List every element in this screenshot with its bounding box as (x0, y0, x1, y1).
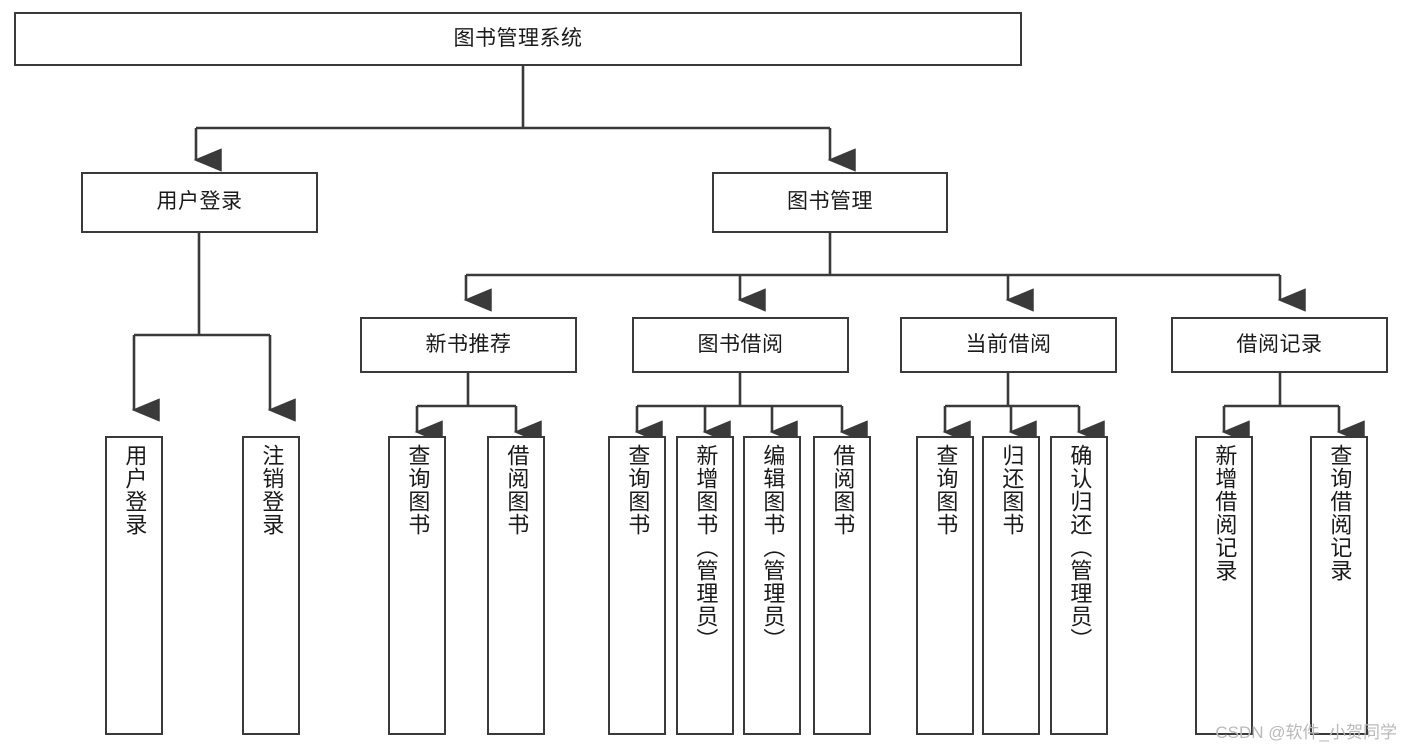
leaf-query-book-borrow-label: 查询图书 (625, 444, 651, 536)
node-book-management-label: 图书管理 (787, 190, 873, 214)
node-book-borrow[interactable]: 图书借阅 (632, 317, 849, 373)
leaf-confirm-return-admin-label: 确认归还（管理员） (1067, 444, 1093, 651)
node-new-book-recommend[interactable]: 新书推荐 (360, 317, 577, 373)
node-current-borrow-label: 当前借阅 (965, 332, 1052, 356)
node-root[interactable]: 图书管理系统 (14, 12, 1022, 66)
leaf-query-book-recommend[interactable]: 查询图书 (388, 436, 446, 735)
leaf-edit-book-admin-label: 编辑图书（管理员） (760, 444, 786, 651)
node-user-login-label: 用户登录 (156, 190, 243, 214)
leaf-borrow-book-recommend[interactable]: 借阅图书 (487, 436, 545, 735)
leaf-query-book-current-label: 查询图书 (933, 444, 959, 536)
leaf-add-borrow-record-label: 新增借阅记录 (1212, 444, 1238, 582)
leaf-return-book-label: 归还图书 (999, 444, 1025, 536)
node-borrow-records[interactable]: 借阅记录 (1171, 317, 1388, 373)
leaf-return-book[interactable]: 归还图书 (982, 436, 1040, 735)
leaf-borrow-book[interactable]: 借阅图书 (813, 436, 871, 735)
leaf-query-book-current[interactable]: 查询图书 (916, 436, 974, 735)
node-new-book-recommend-label: 新书推荐 (425, 332, 512, 356)
leaf-borrow-book-label: 借阅图书 (830, 444, 856, 536)
leaf-user-login[interactable]: 用户登录 (105, 436, 163, 735)
node-user-login[interactable]: 用户登录 (81, 172, 318, 233)
leaf-query-borrow-record[interactable]: 查询借阅记录 (1310, 436, 1368, 735)
node-book-management[interactable]: 图书管理 (712, 172, 948, 233)
leaf-add-book-admin[interactable]: 新增图书（管理员） (676, 436, 734, 735)
leaf-add-borrow-record[interactable]: 新增借阅记录 (1195, 436, 1253, 735)
watermark: CSDN @软件_小贺同学 (1215, 723, 1397, 742)
leaf-logout-label: 注销登录 (259, 444, 285, 536)
node-root-label: 图书管理系统 (453, 26, 583, 50)
leaf-logout[interactable]: 注销登录 (242, 436, 300, 735)
leaf-user-login-label: 用户登录 (122, 444, 148, 536)
leaf-borrow-book-recommend-label: 借阅图书 (504, 444, 530, 536)
node-book-borrow-label: 图书借阅 (697, 332, 784, 356)
leaf-query-book-recommend-label: 查询图书 (405, 444, 431, 536)
leaf-edit-book-admin[interactable]: 编辑图书（管理员） (743, 436, 801, 735)
leaf-query-borrow-record-label: 查询借阅记录 (1327, 444, 1353, 582)
leaf-add-book-admin-label: 新增图书（管理员） (693, 444, 719, 651)
node-borrow-records-label: 借阅记录 (1236, 332, 1323, 356)
leaf-query-book-borrow[interactable]: 查询图书 (608, 436, 666, 735)
leaf-confirm-return-admin[interactable]: 确认归还（管理员） (1050, 436, 1108, 735)
node-current-borrow[interactable]: 当前借阅 (900, 317, 1117, 373)
